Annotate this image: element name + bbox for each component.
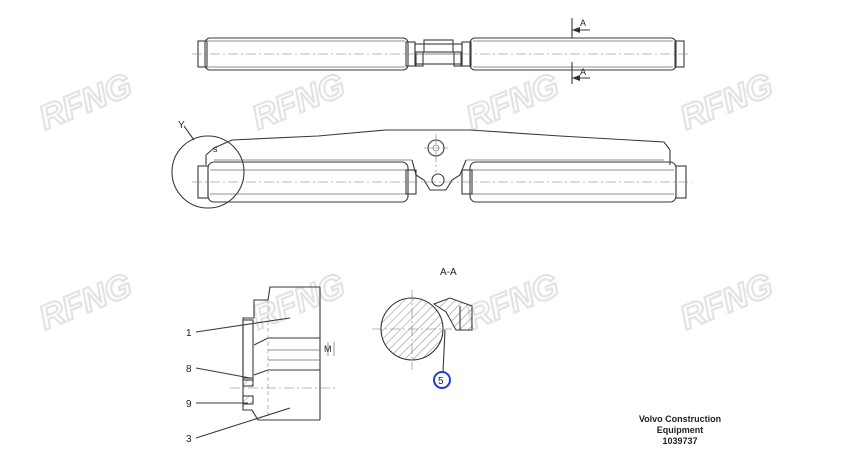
callout-9: 9 xyxy=(186,399,192,410)
callout-8: 8 xyxy=(186,364,192,375)
title-part-number: 1039737 xyxy=(662,436,698,446)
title-block: Volvo Construction Equipment 1039737 xyxy=(610,414,750,447)
watermark-text: RFNG xyxy=(675,66,779,137)
watermark-text: RFNG xyxy=(34,266,138,337)
callout-3: 3 xyxy=(186,434,192,445)
front-view: Y s xyxy=(171,120,692,209)
callout-1: 1 xyxy=(186,328,192,339)
detail-marker-label: Y xyxy=(178,120,185,131)
section-a-a-view: A-A 5 xyxy=(372,267,473,389)
watermark-text: RFNG xyxy=(675,266,779,337)
watermark-text: RFNG xyxy=(461,66,565,137)
detail-y-view: M 1 8 9 3 xyxy=(186,286,336,445)
top-view: A A xyxy=(192,18,690,84)
watermark-text: RFNG xyxy=(247,66,351,137)
section-marker-label: A xyxy=(580,67,586,77)
callout-5: 5 xyxy=(438,376,444,387)
watermark-text: RFNG xyxy=(461,266,565,337)
title-company: Volvo Construction xyxy=(638,414,722,424)
title-company-sub: Equipment xyxy=(656,425,704,435)
watermark-text: RFNG xyxy=(34,66,138,137)
highlight-circle xyxy=(433,371,451,389)
section-title: A-A xyxy=(440,267,457,278)
watermark-text: RFNG xyxy=(247,266,351,337)
section-marker-label: A xyxy=(580,18,586,28)
detail-small-label: s xyxy=(213,144,218,154)
detail-small-label: M xyxy=(324,344,332,354)
